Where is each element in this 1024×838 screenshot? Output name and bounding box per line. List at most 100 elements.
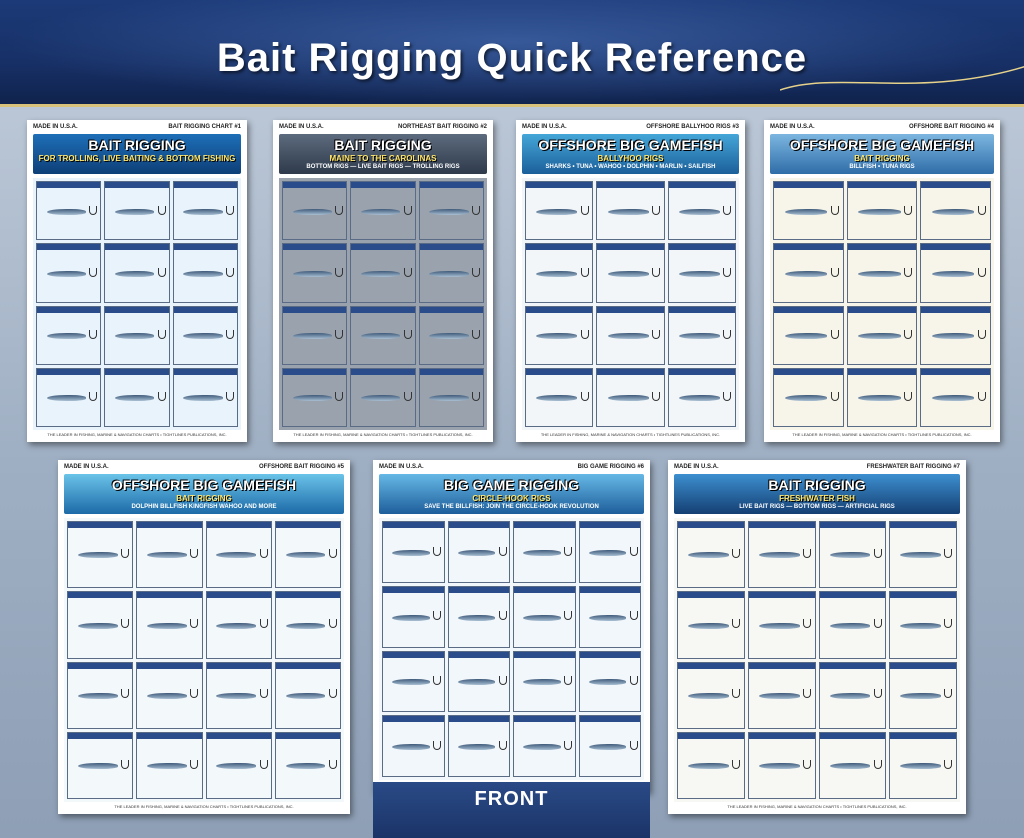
rig-panel [846, 181, 918, 241]
fish-illustration [183, 208, 223, 215]
rig-panel-header [206, 592, 271, 599]
chart-body [33, 178, 241, 430]
fish-illustration [523, 549, 561, 556]
rig-panel-header [448, 651, 509, 658]
rig-panel-header [173, 368, 237, 375]
rig-panel-header [579, 716, 640, 723]
hook-icon [328, 689, 337, 699]
page-title: Bait Rigging Quick Reference [216, 36, 808, 80]
rig-panel-header [774, 182, 843, 188]
hook-icon [259, 759, 268, 769]
chart-title: BAIT RIGGING [334, 137, 432, 153]
fish-illustration [429, 395, 469, 402]
fish-illustration [931, 208, 975, 215]
rig-panel-header [173, 306, 237, 313]
hook-icon [629, 740, 638, 750]
rig-panel-header [137, 592, 202, 599]
fish-illustration [784, 208, 827, 215]
fish-illustration [147, 763, 187, 769]
chart-subtitle: BALLYHOO RIGS [597, 154, 664, 163]
rig-panel-header [597, 182, 664, 188]
hook-icon [723, 267, 732, 277]
rig-panel [513, 585, 576, 648]
rig-panel-header [419, 306, 483, 313]
fish-illustration [216, 622, 257, 629]
chart-footer: THE LEADER IN FISHING, MARINE & NAVIGATI… [114, 804, 294, 809]
hook-icon [802, 619, 811, 629]
rig-panel [447, 521, 510, 583]
chart-line3: DOLPHIN BILLFISH KINGFISH WAHOO AND MORE [131, 504, 277, 510]
made-in-label: MADE IN U.S.A. [64, 464, 109, 470]
hook-icon [335, 392, 344, 402]
rig-panel [920, 181, 991, 241]
rig-panel [282, 243, 348, 303]
fish-illustration [292, 270, 332, 277]
rig-panel [67, 661, 134, 729]
hook-icon [433, 611, 441, 621]
hook-icon [802, 759, 811, 769]
rig-panel [350, 367, 416, 427]
chart-body [64, 518, 344, 802]
rig-panel-header [748, 732, 815, 739]
fish-illustration [588, 549, 627, 556]
rig-panel-header [419, 182, 483, 188]
rig-panel-header [68, 592, 133, 599]
hook-icon [403, 330, 412, 340]
hook-icon [830, 267, 839, 277]
hook-icon [471, 267, 480, 277]
chart-line3: BILLFISH • TUNA RIGS [849, 164, 915, 170]
hook-icon [580, 330, 589, 340]
fish-illustration [115, 208, 155, 215]
rig-panel [104, 243, 170, 303]
rig-panel-header [383, 522, 444, 528]
rig-panel-header [847, 182, 917, 188]
hook-icon [564, 611, 572, 621]
fish-illustration [678, 208, 720, 215]
rig-panel-header [847, 368, 917, 375]
chart-card-7[interactable]: MADE IN U.S.A.FRESHWATER BAIT RIGGING #7… [668, 460, 966, 814]
rig-panel [889, 591, 957, 659]
rig-panel-header [37, 182, 101, 188]
chart-number-tag: BAIT RIGGING CHART #1 [168, 124, 241, 130]
rig-panel [36, 181, 102, 241]
chart-line3: SHARKS • TUNA • WAHOO • DOLPHIN • MARLIN… [545, 164, 716, 170]
hook-icon [157, 267, 166, 277]
rig-panel-header [748, 522, 815, 528]
fish-illustration [588, 679, 627, 686]
hook-icon [89, 267, 98, 277]
hook-icon [732, 759, 741, 769]
hook-icon [629, 546, 638, 556]
fish-illustration [607, 208, 649, 215]
fish-illustration [536, 395, 578, 402]
rig-panel-header [37, 368, 101, 375]
rig-panel [104, 305, 170, 365]
rig-panel [350, 181, 416, 241]
rig-panel [596, 305, 665, 365]
fish-illustration [361, 208, 401, 215]
rig-panel [920, 243, 991, 303]
rig-panel-header [37, 306, 101, 313]
rig-panel-header [579, 522, 640, 528]
rig-panel [846, 305, 918, 365]
hook-icon [651, 267, 660, 277]
hook-icon [904, 392, 913, 402]
rig-panel-header [890, 522, 956, 528]
rig-panel-header [526, 368, 593, 375]
rig-panel [382, 650, 445, 713]
rig-panel-header [668, 306, 735, 313]
fish-illustration [829, 692, 871, 699]
hook-icon [433, 740, 441, 750]
fish-illustration [392, 744, 430, 751]
rig-panel [773, 367, 844, 427]
rig-panel [818, 731, 887, 799]
chart-body [770, 178, 994, 430]
